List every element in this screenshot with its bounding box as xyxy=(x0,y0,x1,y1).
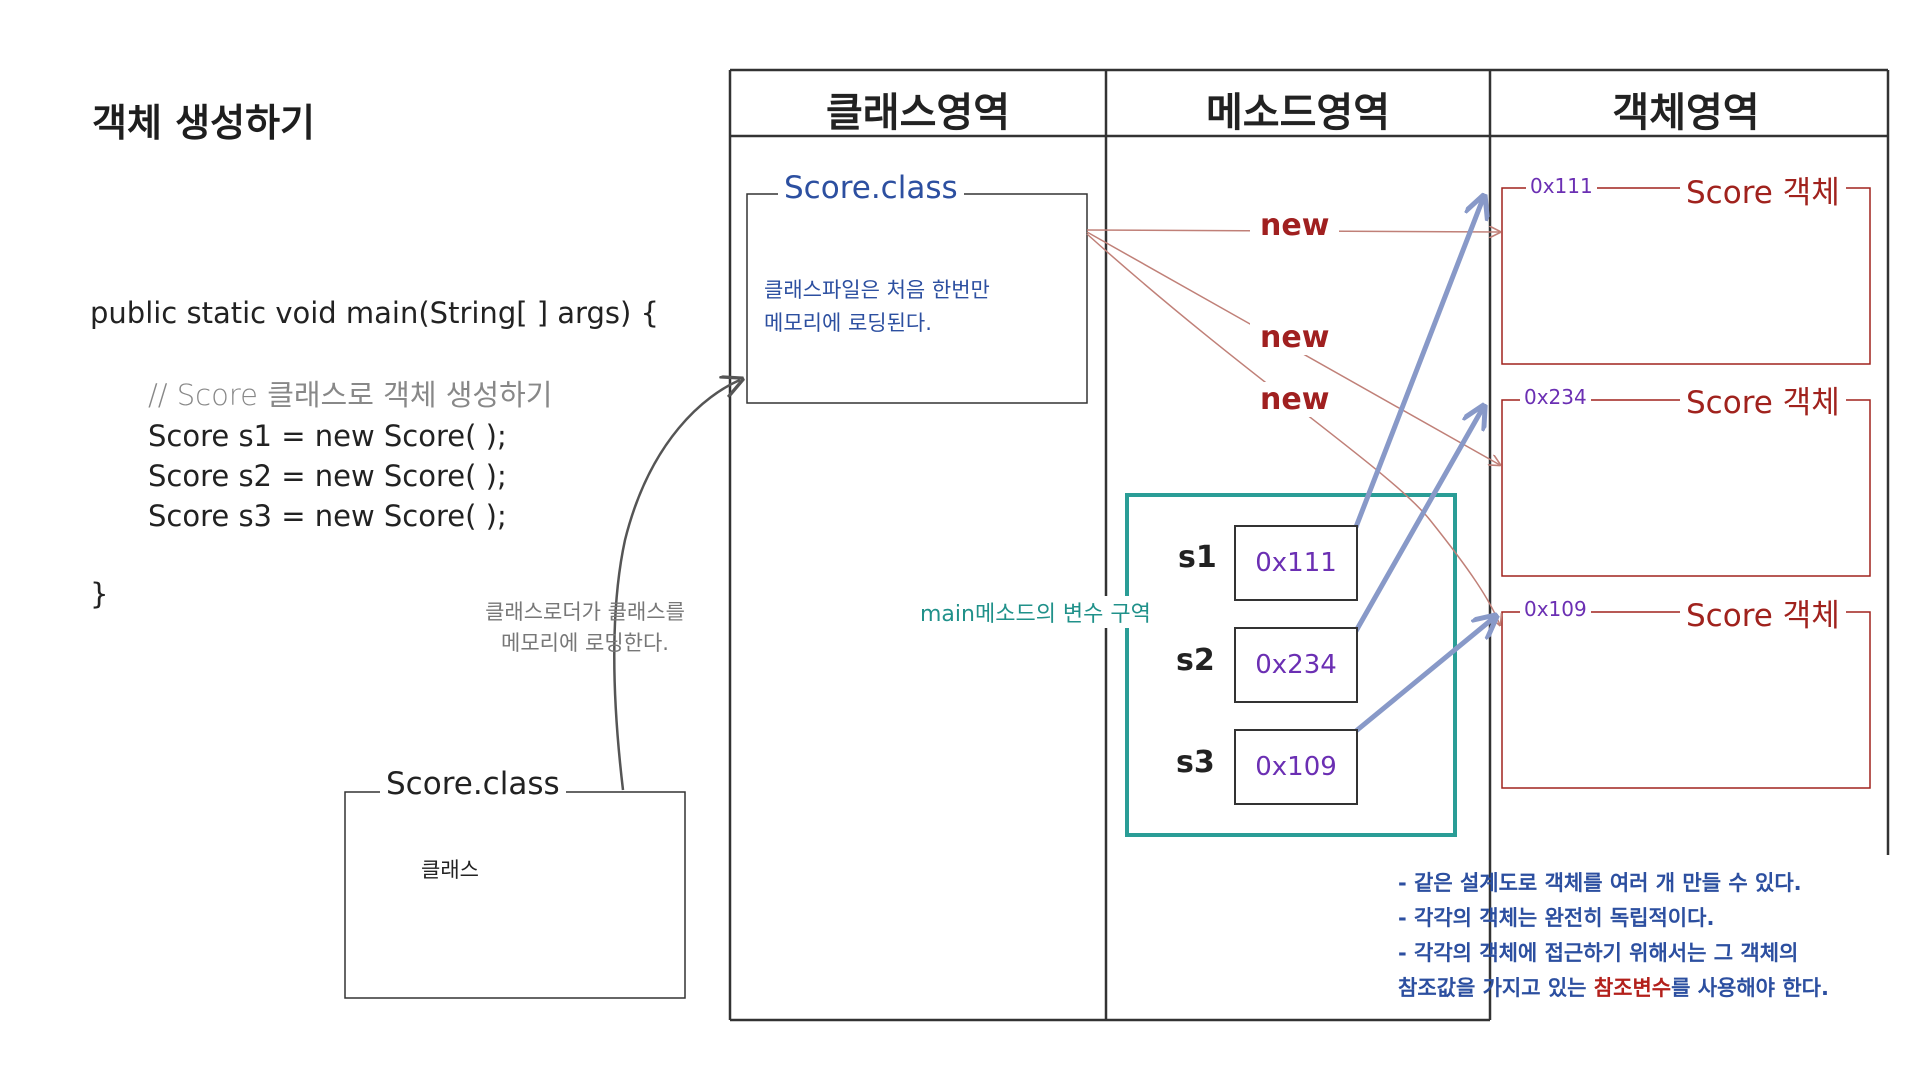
var-value-s3: 0x109 xyxy=(1234,729,1358,805)
source-class-box xyxy=(344,791,686,999)
object-1-title: Score 객체 xyxy=(1680,167,1846,212)
summary-notes: - 같은 설계도로 객체를 여러 개 만들 수 있다. - 각각의 객체는 완전… xyxy=(1398,866,1829,1006)
source-class-body: 클래스 xyxy=(421,858,479,882)
header-method-area: 메소드영역 xyxy=(1206,90,1390,136)
code-close-brace: } xyxy=(90,577,109,611)
class-loader-arrow xyxy=(612,380,740,791)
class-loader-caption-line1: 클래스로더가 클래스를 xyxy=(485,600,685,624)
code-line-main: public static void main(String[ ] args) … xyxy=(90,296,659,330)
summary-note-4: 참조값을 가지고 있는 참조변수를 사용해야 한다. xyxy=(1398,971,1829,1006)
var-name-s3: s3 xyxy=(1176,745,1215,780)
page-title: 객체 생성하기 xyxy=(92,101,315,145)
loaded-class-note-line1: 클래스파일은 처음 한번만 xyxy=(764,278,990,302)
summary-note-4-start: 참조값을 가지고 있는 xyxy=(1398,976,1594,1000)
new-label-2: new xyxy=(1250,320,1340,355)
object-boxes xyxy=(1501,187,1871,789)
new-label-1: new xyxy=(1250,208,1340,243)
loaded-class-title: Score.class xyxy=(778,170,964,206)
code-line-s1: Score s1 = new Score( ); xyxy=(148,419,507,453)
code-comment: // Score 클래스로 객체 생성하기 xyxy=(148,378,553,412)
code-line-s3: Score s3 = new Score( ); xyxy=(148,499,507,533)
class-loader-caption-line2: 메모리에 로딩한다. xyxy=(501,631,669,655)
object-3-address: 0x109 xyxy=(1520,597,1591,621)
reference-arrows xyxy=(1353,196,1496,734)
reference-variable-highlight: 참조변수 xyxy=(1593,976,1672,1000)
loaded-class-note: 클래스파일은 처음 한번만 메모리에 로딩된다. xyxy=(764,274,990,340)
var-value-s1: 0x111 xyxy=(1234,525,1358,601)
var-value-s2: 0x234 xyxy=(1234,627,1358,703)
var-name-s2: s2 xyxy=(1176,643,1215,678)
object-2-title: Score 객체 xyxy=(1680,377,1846,422)
source-class-title: Score.class xyxy=(380,766,566,802)
object-3-title: Score 객체 xyxy=(1680,590,1846,635)
summary-note-3: - 각각의 객체에 접근하기 위해서는 그 객체의 xyxy=(1398,941,1799,965)
header-object-area: 객체영역 xyxy=(1612,90,1760,136)
summary-note-1: - 같은 설계도로 객체를 여러 개 만들 수 있다. xyxy=(1398,871,1802,895)
new-label-3: new xyxy=(1250,382,1340,417)
class-loader-caption: 클래스로더가 클래스를 메모리에 로딩한다. xyxy=(450,597,720,659)
loaded-class-note-line2: 메모리에 로딩된다. xyxy=(764,311,932,335)
summary-note-2: - 각각의 객체는 완전히 독립적이다. xyxy=(1398,906,1715,930)
main-frame-label: main메소드의 변수 구역 xyxy=(918,596,1153,628)
code-line-s2: Score s2 = new Score( ); xyxy=(148,459,507,493)
summary-note-4-end: 를 사용해야 한다. xyxy=(1671,976,1829,1000)
object-1-address: 0x111 xyxy=(1526,174,1597,198)
var-name-s1: s1 xyxy=(1178,540,1217,575)
object-2-address: 0x234 xyxy=(1520,385,1591,409)
header-class-area: 클래스영역 xyxy=(826,90,1010,136)
